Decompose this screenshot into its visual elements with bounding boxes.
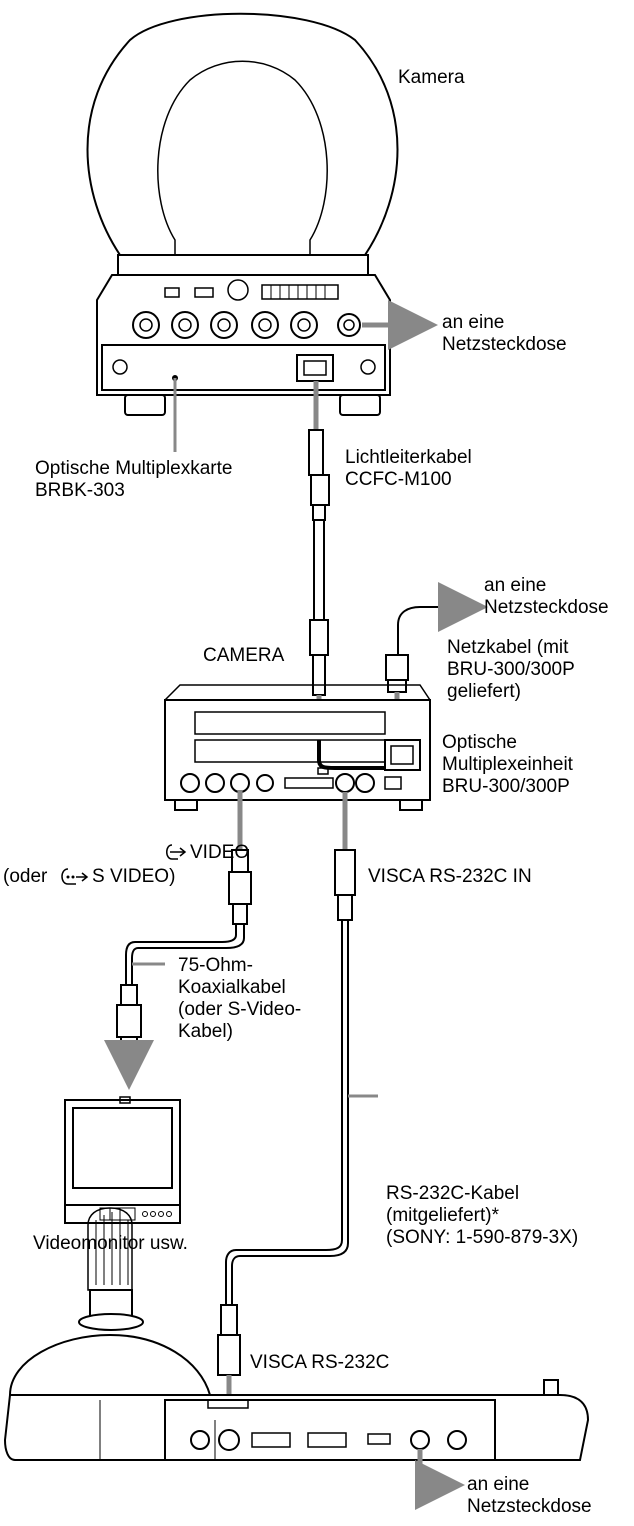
optical-unit-label: Optische Multiplexeinheit BRU-300/300P [442,732,573,797]
visca-in-label: VISCA RS-232C IN [368,866,532,887]
camera-device [86,12,399,416]
remote-controller [3,1207,590,1461]
optical-card-label: Optische Multiplexkarte BRBK-303 [35,458,233,501]
optical-multiplex-unit [164,684,431,811]
camera-power-label: an eine Netzsteckdose [442,312,567,355]
video-output-arrow-icon [166,844,187,860]
camera-label: Kamera [398,67,465,88]
visca-ctrl-label: VISCA RS-232C [250,1352,390,1373]
coax-cable [104,790,252,1090]
power-cord-label: Netzkabel (mit BRU-300/300P geliefert) [447,637,575,702]
fiber-cable-label: Lichtleiterkabel CCFC-M100 [345,447,472,490]
coax-cable-label: 75-Ohm- Koaxialkabel (oder S-Video- Kabe… [178,955,302,1042]
s-video-output-arrow-icon [61,868,89,885]
unit-power-label: an eine Netzsteckdose [484,575,609,618]
rs232-cable [217,792,356,1425]
fiber-cable [308,381,330,740]
video-out-label: VIDEO [190,842,250,863]
video-monitor [64,1096,181,1224]
s-video-out-label: S VIDEO) [92,866,176,887]
video-or-label: (oder [3,866,48,887]
monitor-label: Videomonitor usw. [33,1233,188,1254]
controller-power-label: an eine Netzsteckdose [467,1474,592,1517]
camera-port-label: CAMERA [203,645,285,666]
rs232-cable-label: RS-232C-Kabel (mitgeliefert)* (SONY: 1-5… [386,1183,579,1248]
